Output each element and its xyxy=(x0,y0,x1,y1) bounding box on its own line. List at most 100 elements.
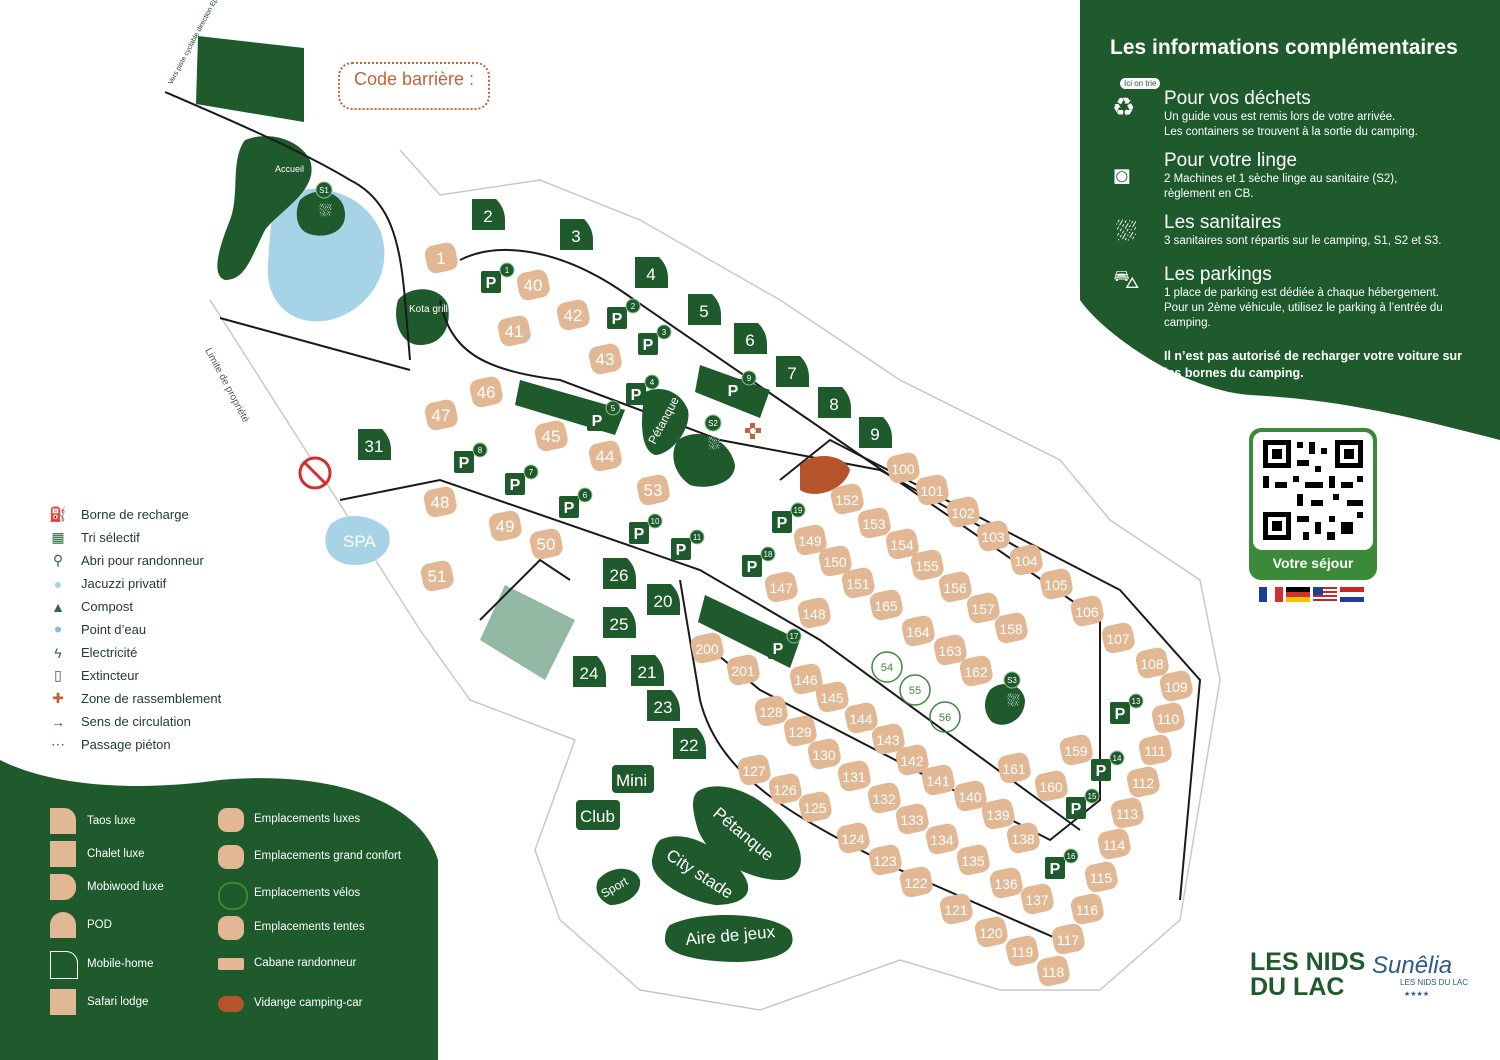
parking-7[interactable]: P7 xyxy=(505,464,539,495)
lot-dark-7[interactable]: 7 xyxy=(776,356,809,387)
lot-tan-158[interactable]: 158 xyxy=(993,611,1029,645)
lot-tan-102[interactable]: 102 xyxy=(945,495,981,529)
lot-tan-149[interactable]: 149 xyxy=(792,523,828,557)
lot-tan-138[interactable]: 138 xyxy=(1005,821,1041,855)
lot-tan-1[interactable]: 1 xyxy=(423,241,459,275)
flag-fr-icon[interactable] xyxy=(1259,587,1283,602)
lot-tan-101[interactable]: 101 xyxy=(914,473,950,507)
lot-dark-22[interactable]: 22 xyxy=(673,728,706,759)
lot-dark-31[interactable]: 31 xyxy=(358,429,391,460)
lot-tan-119[interactable]: 119 xyxy=(1004,934,1040,968)
lot-tan-48[interactable]: 48 xyxy=(422,485,458,519)
lot-tan-137[interactable]: 137 xyxy=(1019,882,1055,916)
lot-tan-139[interactable]: 139 xyxy=(980,797,1016,831)
parking-15[interactable]: P15 xyxy=(1066,788,1100,819)
lot-dark-23[interactable]: 23 xyxy=(647,690,680,721)
lot-tan-122[interactable]: 122 xyxy=(898,865,934,899)
lot-tan-164[interactable]: 164 xyxy=(900,614,936,648)
lot-tan-136[interactable]: 136 xyxy=(988,866,1024,900)
lot-tan-135[interactable]: 135 xyxy=(955,843,991,877)
lot-tan-103[interactable]: 103 xyxy=(975,519,1011,553)
lot-tan-107[interactable]: 107 xyxy=(1100,621,1136,655)
parking-2[interactable]: P2 xyxy=(607,298,641,329)
lot-tan-131[interactable]: 131 xyxy=(836,759,872,793)
lot-tan-114[interactable]: 114 xyxy=(1096,827,1132,861)
lot-tan-117[interactable]: 117 xyxy=(1050,922,1086,956)
lot-tan-159[interactable]: 159 xyxy=(1058,733,1094,767)
lot-tan-118[interactable]: 118 xyxy=(1035,954,1071,988)
lot-tan-165[interactable]: 165 xyxy=(868,588,904,622)
lot-dark-3[interactable]: 3 xyxy=(560,219,593,250)
lot-tan-110[interactable]: 110 xyxy=(1150,701,1186,735)
lot-tan-146[interactable]: 146 xyxy=(788,662,824,696)
lot-tan-104[interactable]: 104 xyxy=(1008,543,1044,577)
lot-tan-141[interactable]: 141 xyxy=(920,763,956,797)
lot-dark-20[interactable]: 20 xyxy=(647,584,680,615)
lot-tan-160[interactable]: 160 xyxy=(1033,769,1069,803)
sanitary-S1[interactable]: S1⛆ xyxy=(315,181,333,220)
flag-nl-icon[interactable] xyxy=(1340,587,1364,602)
lot-dark-6[interactable]: 6 xyxy=(734,323,767,354)
lot-tan-40[interactable]: 40 xyxy=(515,268,551,302)
parking-10[interactable]: P10 xyxy=(629,513,663,544)
sanitary-S3[interactable]: S3⛆ xyxy=(1003,671,1021,710)
lot-tan-46[interactable]: 46 xyxy=(468,375,504,409)
lot-dark-24[interactable]: 24 xyxy=(573,656,606,687)
parking-13[interactable]: P13 xyxy=(1110,693,1144,724)
parking-14[interactable]: P14 xyxy=(1091,750,1125,781)
lot-tan-148[interactable]: 148 xyxy=(796,596,832,630)
lot-tan-127[interactable]: 127 xyxy=(736,753,772,787)
parking-17[interactable]: P17 xyxy=(768,628,802,659)
lot-tan-130[interactable]: 130 xyxy=(806,737,842,771)
lot-tan-162[interactable]: 162 xyxy=(958,654,994,688)
parking-3[interactable]: P3 xyxy=(638,324,672,355)
parking-18[interactable]: P18 xyxy=(742,546,776,577)
lot-tan-121[interactable]: 121 xyxy=(938,892,974,926)
lot-tan-113[interactable]: 113 xyxy=(1109,796,1145,830)
lot-tan-47[interactable]: 47 xyxy=(423,398,459,432)
flag-de-icon[interactable] xyxy=(1286,587,1310,602)
lot-dark-21[interactable]: 21 xyxy=(631,655,664,686)
lot-tan-41[interactable]: 41 xyxy=(496,314,532,348)
lot-tan-108[interactable]: 108 xyxy=(1134,646,1170,680)
lot-tan-153[interactable]: 153 xyxy=(856,506,892,540)
lot-dark-9[interactable]: 9 xyxy=(859,417,892,448)
lot-tan-45[interactable]: 45 xyxy=(533,419,569,453)
lot-tan-123[interactable]: 123 xyxy=(867,843,903,877)
lot-tan-128[interactable]: 128 xyxy=(753,694,789,728)
lot-tan-133[interactable]: 133 xyxy=(894,802,930,836)
lot-tan-109[interactable]: 109 xyxy=(1158,669,1194,703)
lot-tan-155[interactable]: 155 xyxy=(909,548,945,582)
lot-tan-132[interactable]: 132 xyxy=(866,781,902,815)
lot-tan-125[interactable]: 125 xyxy=(797,790,833,824)
lot-tan-111[interactable]: 111 xyxy=(1137,733,1173,767)
sanitary-S2[interactable]: S2⛆ xyxy=(704,414,722,453)
lot-tan-151[interactable]: 151 xyxy=(840,566,876,600)
lot-tan-200[interactable]: 200 xyxy=(689,631,725,665)
lot-tan-50[interactable]: 50 xyxy=(528,527,564,561)
lot-tan-157[interactable]: 157 xyxy=(965,591,1001,625)
lot-tan-156[interactable]: 156 xyxy=(937,570,973,604)
bike-lot-55[interactable]: 55 xyxy=(899,674,931,706)
lot-dark-2[interactable]: 2 xyxy=(472,199,505,230)
lot-tan-126[interactable]: 126 xyxy=(767,772,803,806)
parking-4[interactable]: P4 xyxy=(626,374,660,405)
lot-dark-25[interactable]: 25 xyxy=(603,607,636,638)
lot-tan-105[interactable]: 105 xyxy=(1038,567,1074,601)
lot-tan-145[interactable]: 145 xyxy=(814,680,850,714)
lot-tan-143[interactable]: 143 xyxy=(870,722,906,756)
lot-tan-163[interactable]: 163 xyxy=(932,633,968,667)
lot-dark-26[interactable]: 26 xyxy=(603,558,636,589)
lot-tan-147[interactable]: 147 xyxy=(763,570,799,604)
bike-lot-54[interactable]: 54 xyxy=(871,651,903,683)
lot-dark-5[interactable]: 5 xyxy=(688,294,721,325)
qr-code[interactable] xyxy=(1253,432,1373,550)
bike-lot-56[interactable]: 56 xyxy=(929,701,961,733)
lot-tan-140[interactable]: 140 xyxy=(952,779,988,813)
lot-tan-43[interactable]: 43 xyxy=(587,342,623,376)
lot-tan-53[interactable]: 53 xyxy=(635,473,671,507)
lot-tan-144[interactable]: 144 xyxy=(843,701,879,735)
parking-1[interactable]: P1 xyxy=(481,262,515,293)
parking-6[interactable]: P6 xyxy=(559,487,593,518)
flag-us-icon[interactable] xyxy=(1313,587,1337,602)
